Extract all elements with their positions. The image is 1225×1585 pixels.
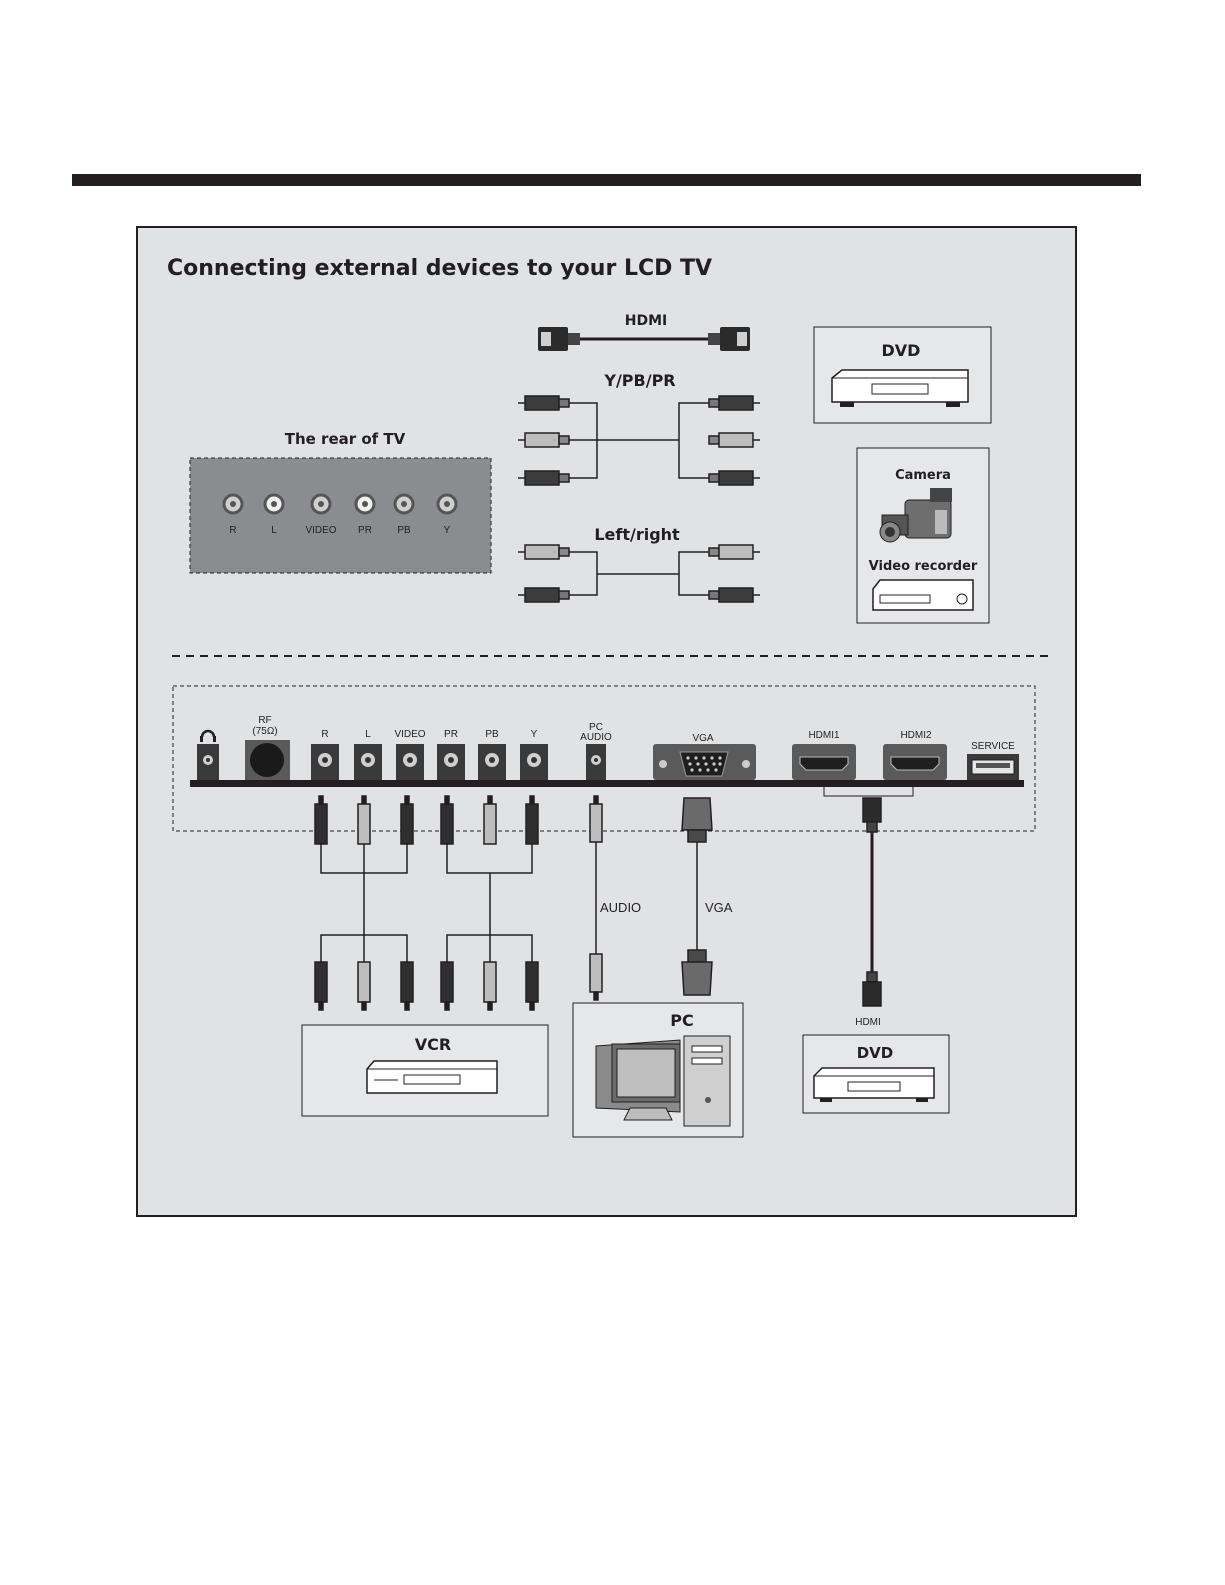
left-right-cable-label: Left/right — [594, 525, 680, 544]
service-label: SERVICE — [971, 741, 1015, 752]
ypbpr-cable-icon — [518, 396, 760, 485]
hdmi-cable-bottom-label: HDMI — [855, 1017, 881, 1028]
pc-label: PC — [670, 1011, 693, 1030]
rear-jack-label: PB — [397, 525, 411, 536]
rear-jack-label: VIDEO — [305, 525, 336, 536]
service-usb-port — [967, 754, 1019, 780]
panel-jack-label: Y — [531, 729, 538, 740]
pc-audio-label-line2: AUDIO — [580, 732, 612, 743]
rear-jack-label: L — [271, 525, 277, 536]
hdmi1-port — [792, 744, 856, 780]
rf-label: RF — [258, 715, 271, 726]
vcr-label: VCR — [415, 1035, 451, 1054]
hdmi-cable-label: HDMI — [625, 313, 667, 329]
panel-jack-video — [396, 744, 424, 780]
panel-jack-label: R — [321, 729, 328, 740]
audio-cable — [590, 796, 602, 1000]
headphone-jack — [197, 731, 219, 780]
rear-jack-pb — [395, 495, 413, 513]
rear-of-tv-title: The rear of TV — [285, 430, 406, 448]
camera-label: Camera — [895, 468, 951, 483]
rear-jack-label: Y — [444, 525, 451, 536]
rear-jack-r — [224, 495, 242, 513]
dvd-player-icon — [832, 370, 968, 407]
hdmi-bracket — [824, 787, 913, 796]
video-recorder-label: Video recorder — [869, 559, 978, 574]
dvd-bottom-label: DVD — [857, 1044, 894, 1062]
hdmi1-label: HDMI1 — [808, 730, 840, 741]
panel-jack-label: PR — [444, 729, 458, 740]
rear-jack-label: R — [229, 525, 236, 536]
rf-jack — [245, 740, 290, 780]
pc-audio-jack — [586, 744, 606, 780]
rear-jack-y — [438, 495, 456, 513]
panel-jack-r — [311, 744, 339, 780]
vga-port-label: VGA — [692, 733, 713, 744]
panel-rail — [190, 780, 1024, 787]
panel-jack-label: L — [365, 729, 371, 740]
panel-jack-l — [354, 744, 382, 780]
left-right-cable-icon — [518, 545, 760, 602]
rear-jack-l — [265, 495, 283, 513]
panel-jack-pb — [478, 744, 506, 780]
video-recorder-icon — [873, 580, 973, 610]
rear-jack-video — [312, 495, 330, 513]
vga-port — [653, 744, 756, 780]
panel-jack-pr — [437, 744, 465, 780]
ypbpr-cable-label: Y/PB/PR — [603, 371, 675, 390]
panel-jack-y — [520, 744, 548, 780]
dvd-player-bottom-icon — [814, 1068, 934, 1102]
vcr-icon — [367, 1061, 497, 1093]
hdmi-cable-vertical — [863, 798, 881, 1006]
rear-jack-pr — [356, 495, 374, 513]
rf-impedance-label: (75Ω) — [252, 726, 277, 737]
panel-jack-label: PB — [485, 729, 499, 740]
av-cable — [315, 796, 538, 1010]
hdmi2-port — [883, 744, 947, 780]
vga-cable — [682, 798, 712, 995]
diagram-title: Connecting external devices to your LCD … — [167, 256, 712, 281]
audio-cable-label: AUDIO — [600, 900, 641, 915]
dvd-top-label: DVD — [882, 341, 921, 360]
rear-of-tv-panel — [190, 458, 491, 573]
vga-cable-label: VGA — [705, 900, 733, 915]
hdmi-cable-icon — [538, 327, 750, 351]
panel-jack-label: VIDEO — [394, 729, 425, 740]
hdmi2-label: HDMI2 — [900, 730, 932, 741]
rear-jack-label: PR — [358, 525, 372, 536]
